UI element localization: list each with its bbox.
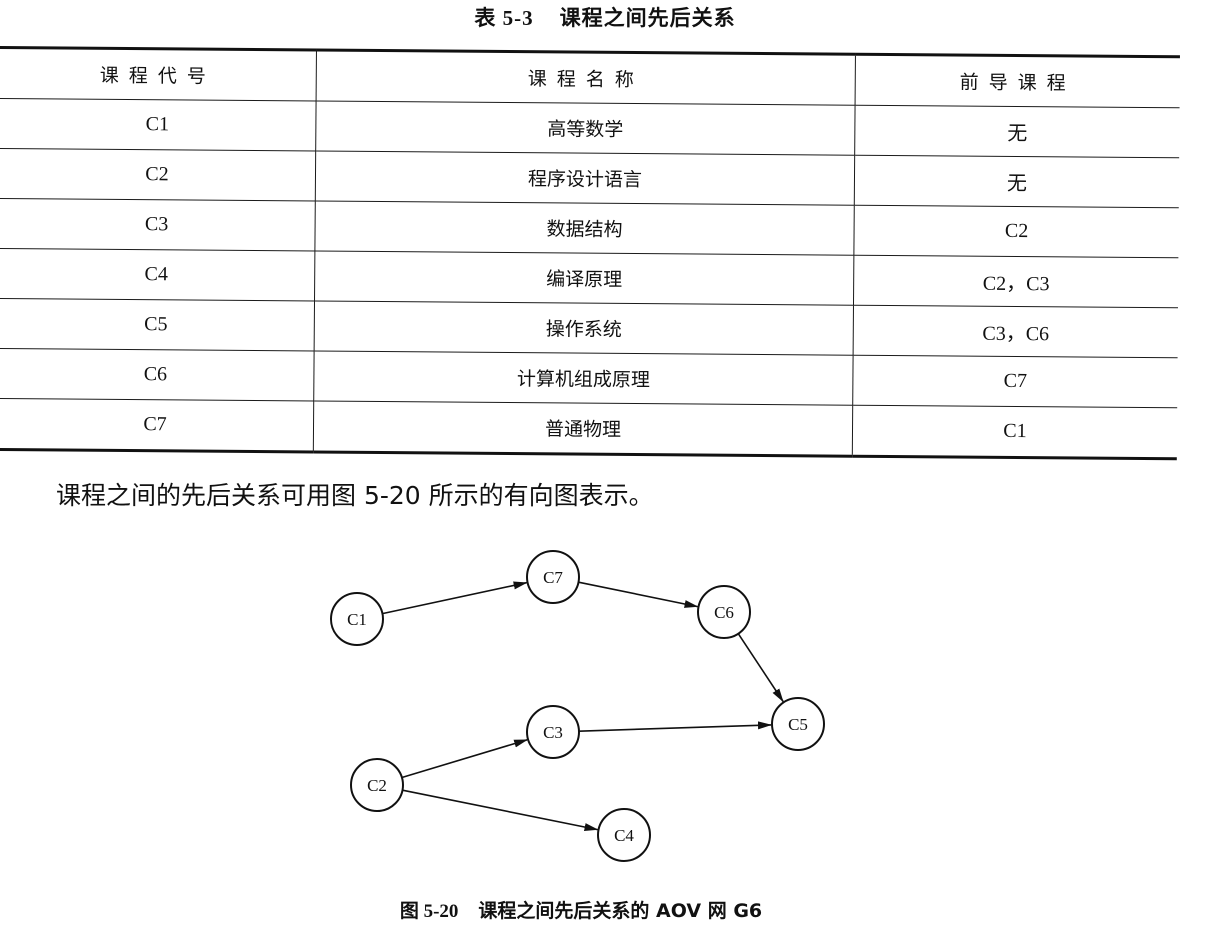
edges-layer xyxy=(382,581,784,831)
body-paragraph: 课程之间的先后关系可用图 5-20 所示的有向图表示。 xyxy=(56,481,654,510)
edge-c2-to-c4 xyxy=(402,789,599,831)
edge-c3-to-c5 xyxy=(578,721,772,732)
node-label: C3 xyxy=(543,723,563,742)
node-label: C7 xyxy=(543,568,563,587)
node-circle xyxy=(771,697,825,751)
figure-caption-number: 图 5-20 xyxy=(399,901,459,922)
node-c3: C3 xyxy=(526,705,580,759)
edge-c2-to-c3 xyxy=(401,739,529,779)
node-circle xyxy=(330,592,384,646)
table-title-number: 表 5-3 xyxy=(474,6,534,30)
node-label: C1 xyxy=(347,610,367,629)
node-c4: C4 xyxy=(597,808,651,862)
node-circle xyxy=(697,585,751,639)
node-circle xyxy=(526,550,580,604)
table-title: 表 5-3 课程之间先后关系 xyxy=(0,2,1210,32)
table-title-text: 课程之间先后关系 xyxy=(559,6,736,30)
node-circle xyxy=(526,705,580,759)
node-circle xyxy=(597,808,651,862)
node-c6: C6 xyxy=(697,585,751,639)
node-label: C5 xyxy=(788,715,808,734)
node-c5: C5 xyxy=(771,697,825,751)
node-label: C4 xyxy=(614,826,634,845)
edge-c7-to-c6 xyxy=(578,581,699,608)
node-c1: C1 xyxy=(330,592,384,646)
node-c2: C2 xyxy=(350,758,404,812)
figure-caption: 图 5-20 课程之间先后关系的 AOV 网 G6 xyxy=(0,896,1162,923)
node-label: C2 xyxy=(367,776,387,795)
node-circle xyxy=(350,758,404,812)
figure-caption-text: 课程之间先后关系的 AOV 网 G6 xyxy=(478,900,763,922)
edge-c6-to-c5 xyxy=(737,633,784,703)
node-label: C6 xyxy=(714,603,734,622)
edge-c1-to-c7 xyxy=(382,581,528,615)
node-c7: C7 xyxy=(526,550,580,604)
